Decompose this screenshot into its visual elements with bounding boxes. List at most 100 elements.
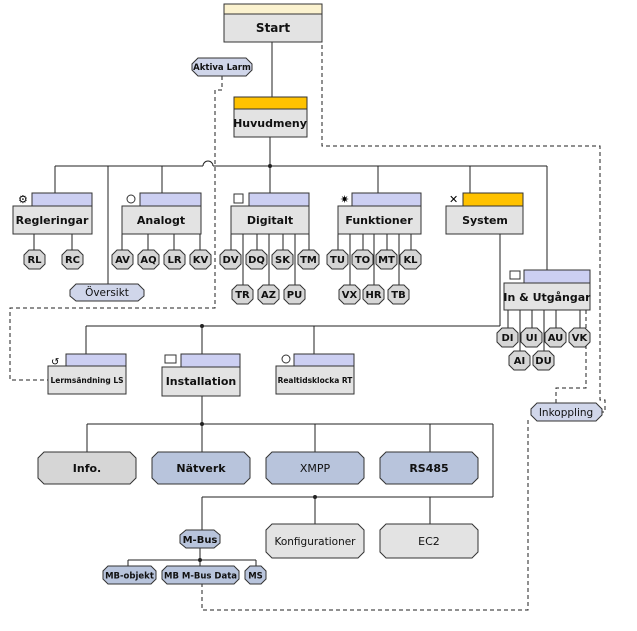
lermsandning-label: Lermsändning LS bbox=[50, 376, 123, 385]
child-badge[interactable]: HR bbox=[362, 284, 385, 305]
child-badge[interactable]: DQ bbox=[245, 249, 268, 270]
child-badge[interactable]: RC bbox=[61, 249, 84, 270]
svg-text:HR: HR bbox=[365, 290, 381, 301]
mbus-children: MB-objekt MB M-Bus Data MS bbox=[102, 565, 267, 585]
realtidsklocka-node[interactable]: Realtidsklocka RT bbox=[275, 353, 355, 395]
module-natverk[interactable]: Nätverk bbox=[151, 451, 251, 485]
svg-text:DU: DU bbox=[535, 356, 551, 367]
svg-text:AV: AV bbox=[115, 255, 130, 266]
child-badge[interactable]: AI bbox=[508, 350, 531, 371]
oversikt-badge[interactable]: Översikt bbox=[69, 283, 145, 302]
digitalt-node[interactable]: Digitalt bbox=[230, 192, 310, 235]
svg-text:DI: DI bbox=[501, 333, 513, 344]
child-badge[interactable]: DU bbox=[532, 350, 555, 371]
svg-text:TB: TB bbox=[391, 290, 405, 301]
svg-text:EC2: EC2 bbox=[418, 535, 440, 548]
child-badge[interactable]: AV bbox=[111, 249, 134, 270]
svg-text:DQ: DQ bbox=[248, 255, 265, 266]
child-badge[interactable]: KL bbox=[399, 249, 422, 270]
child-badge[interactable]: RL bbox=[23, 249, 46, 270]
gears-icon: ⚙ bbox=[18, 193, 28, 206]
svg-text:Info.: Info. bbox=[73, 462, 101, 475]
svg-text:MT: MT bbox=[378, 255, 395, 266]
module-rs485[interactable]: RS485 bbox=[379, 451, 479, 485]
child-badge[interactable]: UI bbox=[520, 327, 543, 348]
svg-text:TO: TO bbox=[355, 255, 370, 266]
svg-text:AU: AU bbox=[548, 333, 564, 344]
svg-text:KV: KV bbox=[193, 255, 209, 266]
analogt-node[interactable]: Analogt bbox=[121, 192, 202, 235]
child-badge[interactable]: VX bbox=[338, 284, 361, 305]
child-badge[interactable]: AQ bbox=[137, 249, 160, 270]
child-badge[interactable]: KV bbox=[189, 249, 212, 270]
inkoppling-badge[interactable]: Inkoppling bbox=[530, 402, 603, 422]
child-badge[interactable]: MT bbox=[375, 249, 398, 270]
child-badge[interactable]: AZ bbox=[257, 284, 280, 305]
svg-text:XMPP: XMPP bbox=[300, 462, 331, 475]
regleringar-node[interactable]: ⚙ Regleringar bbox=[12, 192, 93, 235]
in-utgangar-node[interactable]: In & Utgångar bbox=[503, 269, 591, 311]
child-badge[interactable]: DI bbox=[496, 327, 519, 348]
analogt-label: Analogt bbox=[137, 214, 185, 227]
system-node[interactable]: ✕ System bbox=[445, 192, 524, 235]
installation-node[interactable]: Installation bbox=[161, 353, 241, 397]
svg-text:MB M-Bus Data: MB M-Bus Data bbox=[164, 572, 237, 582]
svg-text:SK: SK bbox=[275, 255, 291, 266]
child-badge[interactable]: PU bbox=[283, 284, 306, 305]
mbus-badge[interactable]: M-Bus bbox=[179, 529, 221, 549]
connector-lines bbox=[33, 42, 581, 566]
clock-icon bbox=[281, 354, 291, 364]
svg-text:Nätverk: Nätverk bbox=[176, 462, 226, 475]
svg-text:AQ: AQ bbox=[140, 255, 156, 266]
svg-text:AI: AI bbox=[514, 356, 525, 367]
child-badge[interactable]: MB M-Bus Data bbox=[161, 565, 240, 585]
digitalt-children: DV DQ SK TM TR AZ PU bbox=[219, 249, 320, 305]
function-icon: ✷ bbox=[340, 193, 349, 206]
svg-text:KL: KL bbox=[403, 255, 418, 266]
svg-text:RS485: RS485 bbox=[409, 462, 448, 475]
child-badge[interactable]: MS bbox=[244, 565, 267, 585]
inkoppling-label: Inkoppling bbox=[539, 407, 593, 419]
module-info[interactable]: Info. bbox=[37, 451, 137, 485]
oversikt-label: Översikt bbox=[85, 286, 129, 299]
regleringar-children: RL RC bbox=[23, 249, 84, 270]
svg-text:RL: RL bbox=[27, 255, 42, 266]
aktiva-larm-badge[interactable]: Aktiva Larm bbox=[191, 57, 253, 77]
installation-icon bbox=[164, 354, 177, 364]
alarm-send-icon: ↺ bbox=[51, 357, 59, 368]
child-badge[interactable]: TB bbox=[387, 284, 410, 305]
dashed-connectors bbox=[9, 38, 606, 611]
child-badge[interactable]: VK bbox=[568, 327, 591, 348]
child-badge[interactable]: TR bbox=[231, 284, 254, 305]
svg-text:VK: VK bbox=[572, 333, 589, 344]
child-badge[interactable]: AU bbox=[544, 327, 567, 348]
start-node[interactable]: Start bbox=[223, 3, 323, 43]
child-badge[interactable]: LR bbox=[163, 249, 186, 270]
svg-text:AZ: AZ bbox=[261, 290, 276, 301]
svg-text:RC: RC bbox=[65, 255, 80, 266]
in-utgangar-label: In & Utgångar bbox=[503, 291, 591, 304]
child-badge[interactable]: SK bbox=[271, 249, 294, 270]
module-ec2[interactable]: EC2 bbox=[379, 523, 479, 559]
module-konfigurationer[interactable]: Konfigurationer bbox=[265, 523, 365, 559]
huvudmeny-node[interactable]: Huvudmeny bbox=[233, 96, 308, 138]
module-xmpp[interactable]: XMPP bbox=[265, 451, 365, 485]
svg-text:PU: PU bbox=[287, 290, 302, 301]
child-badge[interactable]: TU bbox=[326, 249, 349, 270]
lermsandning-node[interactable]: ↺ Lermsändning LS bbox=[47, 353, 127, 395]
tools-icon: ✕ bbox=[449, 193, 458, 206]
analogt-children: AV AQ LR KV bbox=[111, 249, 212, 270]
svg-text:TR: TR bbox=[235, 290, 250, 301]
svg-text:MS: MS bbox=[248, 572, 263, 582]
child-badge[interactable]: TM bbox=[297, 249, 320, 270]
child-badge[interactable]: MB-objekt bbox=[102, 565, 157, 585]
child-badge[interactable]: TO bbox=[351, 249, 374, 270]
funktioner-node[interactable]: ✷ Funktioner bbox=[337, 192, 422, 235]
gauge-icon bbox=[126, 194, 136, 204]
regleringar-label: Regleringar bbox=[16, 214, 89, 227]
digitalt-label: Digitalt bbox=[247, 214, 293, 227]
child-badge[interactable]: DV bbox=[219, 249, 242, 270]
svg-text:Konfigurationer: Konfigurationer bbox=[274, 536, 356, 548]
svg-text:MB-objekt: MB-objekt bbox=[105, 572, 154, 582]
